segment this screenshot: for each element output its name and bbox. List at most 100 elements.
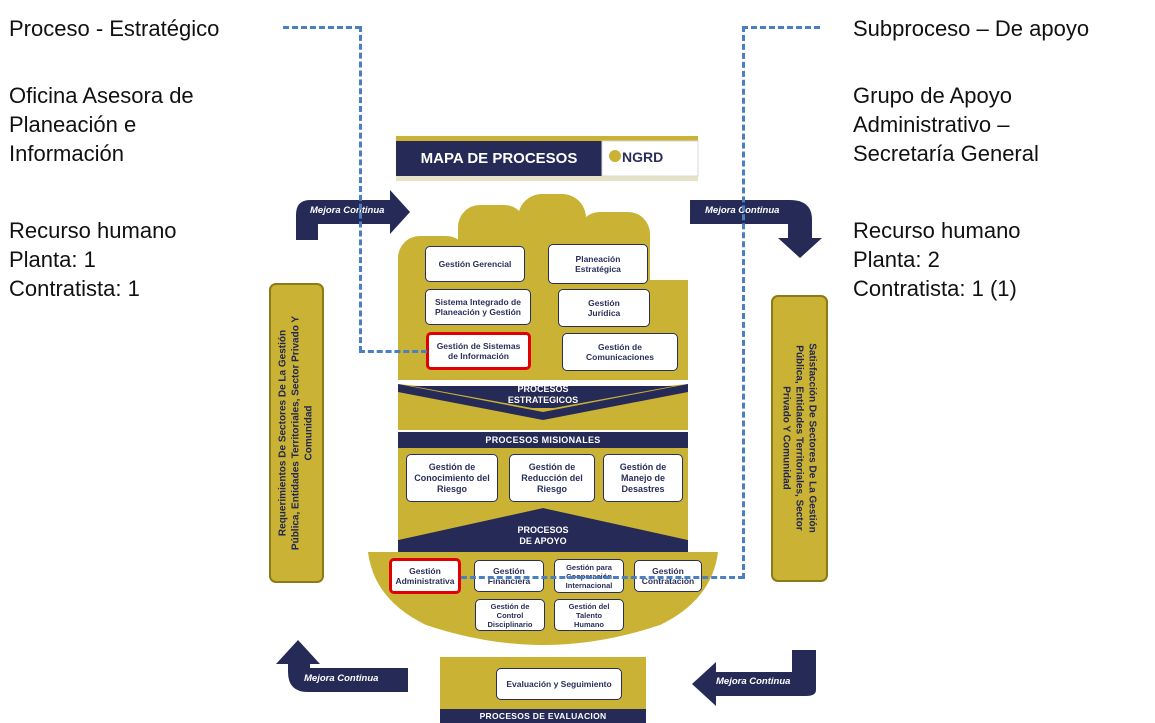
box-comunicaciones-line-2: Comunicaciones [585, 352, 655, 362]
improvement-arrow-bottom-left [276, 640, 408, 692]
improvement-label-top-left: Mejora Continua [310, 205, 385, 216]
box-evaluacion-label: Evaluación y Seguimiento [506, 679, 612, 689]
right-panel-resources: Recurso humano Planta: 2 Contratista: 1 … [853, 216, 1021, 303]
right-satisfaction-bar [771, 295, 828, 582]
box-administrativa-line-2: Administrativa [395, 576, 455, 586]
left-resource-line-2: Planta: 1 [9, 247, 96, 272]
left-resource-line-1: Recurso humano [9, 218, 177, 243]
right-office-line-1: Grupo de Apoyo [853, 83, 1013, 108]
left-requirements-bar [269, 283, 324, 583]
box-juridica-line-1: Gestión [588, 298, 620, 308]
box-administrativa-line-1: Gestión [409, 566, 441, 576]
improvement-arrow-bottom-right [692, 650, 816, 706]
map-title: MAPA DE PROCESOS [420, 150, 578, 167]
right-office-line-2: Administrativo – [853, 112, 1010, 137]
box-control-line-2: Control [496, 610, 524, 620]
right-resource-line-2: Planta: 2 [853, 247, 940, 272]
evaluation-band: PROCESOS DE EVALUACION [440, 709, 646, 723]
box-sistemas-line-1: Gestión de Sistemas [436, 341, 521, 351]
box-contratacion-line-1: Gestión [652, 566, 684, 576]
right-bar-line-2: Pública, Entidades Territoriales, Sector [793, 345, 805, 531]
right-panel-office: Grupo de Apoyo Administrativo – Secretar… [853, 81, 1039, 168]
box-manejo-line-3: Desastres [621, 483, 665, 494]
box-conocimiento-line-1: Gestión de [428, 461, 476, 472]
support-label: PROCESOS DE APOYO [493, 525, 593, 547]
box-reduccion-line-1: Gestión de [528, 461, 576, 472]
right-office-line-3: Secretaría General [853, 141, 1039, 166]
left-requirements-text: Requerimientos De Sectores De La Gestión… [277, 316, 316, 550]
box-manejo-line-2: Manejo de [620, 472, 665, 483]
connector-right-vertical [742, 26, 745, 579]
support-chevron-arrow [398, 508, 688, 552]
box-cooperacion-line-1: Gestión para [566, 562, 612, 572]
left-bar-line-1: Requerimientos De Sectores De La Gestión [277, 329, 289, 537]
box-talento-line-2: Talento [575, 610, 603, 620]
box-planeacion-line-1: Planeación [575, 254, 621, 264]
box-planeacion-line-2: Estratégica [575, 264, 621, 274]
left-resource-line-3: Contratista: 1 [9, 276, 140, 301]
box-juridica-line-2: Jurídica [587, 308, 621, 318]
improvement-label-bottom-right: Mejora Continua [716, 676, 791, 687]
right-panel-title: Subproceso – De apoyo [853, 16, 1090, 41]
box-cooperacion-line-3: Internacional [565, 580, 613, 590]
box-comunicaciones-line-1: Gestión de [598, 342, 642, 352]
box-evaluacion-seguimiento[interactable]: Evaluación y Seguimiento [496, 668, 622, 700]
strategic-label: PROCESOS ESTRATEGICOS [493, 384, 593, 406]
right-resource-line-3: Contratista: 1 (1) [853, 276, 1017, 301]
support-label-line-2: DE APOYO [519, 536, 567, 546]
left-office-line-2: Planeación e [9, 112, 137, 137]
box-gestion-gerencial[interactable]: Gestión Gerencial [425, 246, 525, 282]
strategic-label-line-1: PROCESOS [517, 384, 569, 394]
right-resource-line-1: Recurso humano [853, 218, 1021, 243]
box-sistema-line-2: Planeación y Gestión [435, 307, 521, 317]
improvement-arrow-top-right [690, 200, 822, 258]
box-reduccion-line-2: Reducción del [521, 472, 583, 483]
left-office-line-1: Oficina Asesora de [9, 83, 194, 108]
connector-left-top [283, 26, 361, 29]
right-bar-line-1: Satisfacción De Sectores De La Gestión [806, 343, 818, 533]
box-conocimiento-line-2: Conocimiento del [414, 472, 490, 483]
strategic-chevron-arrow [412, 386, 674, 410]
right-satisfaction-text: Satisfacción De Sectores De La Gestión P… [780, 343, 819, 533]
logo-text: NGRD [622, 149, 664, 165]
improvement-label-bottom-left: Mejora Continua [304, 673, 379, 684]
left-panel-office: Oficina Asesora de Planeación e Informac… [9, 81, 194, 168]
box-reduccion-line-3: Riesgo [536, 483, 567, 494]
left-bar-line-2: Pública, Entidades Territoriales, Sector… [290, 315, 302, 551]
header-bottom-strip [396, 176, 698, 181]
support-label-line-1: PROCESOS [517, 525, 569, 535]
box-conocimiento-line-3: Riesgo [436, 483, 467, 494]
left-bar-line-3: Comunidad [303, 405, 315, 461]
box-financiera-line-1: Gestión [493, 566, 525, 576]
box-control-line-1: Gestión de [490, 601, 530, 611]
connector-right-top [742, 26, 820, 29]
left-panel-resources: Recurso humano Planta: 1 Contratista: 1 [9, 216, 177, 303]
box-talento-line-3: Humano [574, 619, 604, 629]
header-top-strip [396, 136, 698, 141]
connector-left-vertical [359, 26, 362, 352]
box-sistema-line-1: Sistema Integrado de [435, 297, 521, 307]
left-office-line-3: Información [9, 141, 124, 166]
strategic-chevron-v [398, 384, 688, 420]
strategic-label-line-2: ESTRATEGICOS [507, 395, 579, 405]
logo-emblem-icon [609, 150, 621, 162]
right-bar-line-3: Privado Y Comunidad [780, 386, 792, 490]
header-title-bg [396, 141, 602, 176]
box-financiera-line-2: Financiera [487, 576, 531, 586]
connector-right-bottom [461, 576, 744, 579]
improvement-arrow-top-left [296, 190, 410, 240]
connector-left-bottom [359, 350, 427, 353]
box-gestion-gerencial-label: Gestión Gerencial [438, 259, 512, 269]
box-manejo-line-1: Gestión de [619, 461, 667, 472]
